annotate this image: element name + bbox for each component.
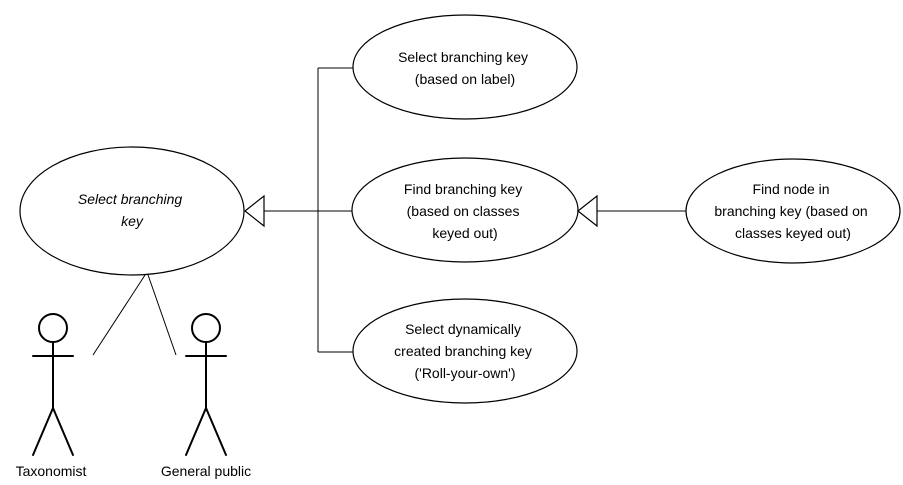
actor-taxonomist[interactable]: Taxonomist [16, 313, 87, 479]
use-case-label-line: key [121, 213, 144, 229]
actor-leg-left [185, 407, 207, 456]
use-case-select-by-label[interactable]: Select branching key (based on label) [352, 14, 578, 120]
generalization-arrowhead-icon [244, 194, 265, 228]
stick-figure-icon [32, 313, 74, 456]
actor-general-public[interactable]: General public [161, 313, 251, 479]
use-case-label-line: Select dynamically [405, 321, 521, 337]
use-case-label: Select branching key [78, 191, 186, 229]
use-case-label-line: Select branching key [398, 49, 528, 65]
use-case-label-line: classes keyed out) [735, 225, 851, 241]
use-case-label-line: keyed out) [432, 225, 497, 241]
use-case-label-line: Find branching key [404, 181, 522, 197]
use-case-select-dynamic[interactable]: Select dynamically created branching key… [352, 298, 578, 404]
generalization-tree [264, 67, 356, 353]
use-case-ellipse [352, 298, 578, 404]
actor-label: General public [161, 463, 251, 479]
use-case-label: Find node in branching key (based on cla… [714, 181, 871, 241]
association-line-general-public [146, 271, 177, 356]
use-case-label-line: branching key (based on [714, 203, 867, 219]
use-case-label-line: (based on label) [415, 71, 515, 87]
use-case-label-line: (based on classes [407, 203, 520, 219]
actor-head [191, 313, 221, 343]
association-line-taxonomist [92, 271, 148, 356]
stick-figure-icon [185, 313, 227, 456]
use-case-ellipse [685, 158, 901, 264]
actor-leg-right [52, 407, 74, 456]
use-case-ellipse [19, 146, 245, 276]
actor-label: Taxonomist [16, 463, 87, 479]
use-case-label-line: ('Roll-your-own') [414, 365, 515, 381]
use-case-find-node[interactable]: Find node in branching key (based on cla… [685, 158, 901, 264]
use-case-label: Find branching key (based on classes key… [404, 181, 526, 241]
generalization-arrowhead-icon [577, 194, 598, 228]
actor-leg-right [205, 407, 227, 456]
use-case-label-line: created branching key [394, 343, 532, 359]
use-case-ellipse [352, 14, 578, 120]
use-case-find-by-classes[interactable]: Find branching key (based on classes key… [351, 157, 579, 263]
use-case-label: Select dynamically created branching key… [394, 321, 536, 381]
actor-leg-left [32, 407, 54, 456]
use-case-label-line: Select branching [78, 191, 183, 207]
use-case-label: Select branching key (based on label) [398, 49, 532, 87]
use-case-ellipse [351, 157, 579, 263]
use-case-label-line: Find node in [753, 181, 830, 197]
actor-head [38, 313, 68, 343]
use-case-select-branching-key[interactable]: Select branching key [19, 146, 245, 276]
